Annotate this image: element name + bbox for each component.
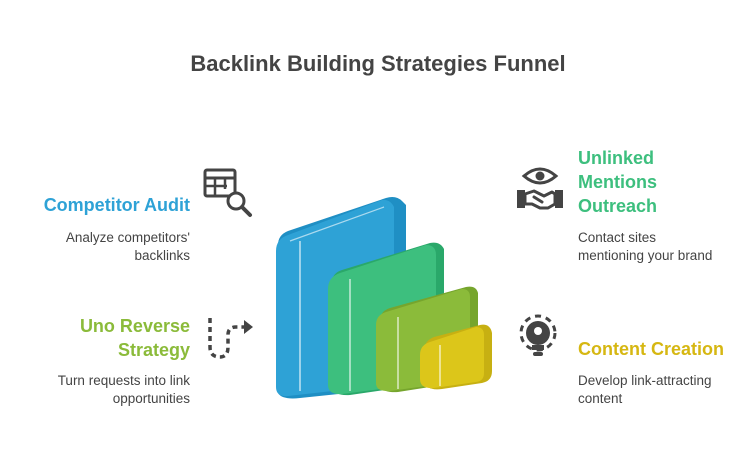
competitor-audit-heading: Competitor Audit	[43, 195, 190, 215]
funnel-stack	[276, 197, 492, 399]
table-search-icon	[202, 167, 252, 217]
content-creation-heading: Content Creation	[578, 339, 724, 359]
content-creation-description: Develop link-attracting content	[578, 373, 712, 406]
page-title: Backlink Building Strategies Funnel	[190, 51, 566, 76]
uno-reverse-description: Turn requests into link opportunities	[57, 373, 190, 406]
dashed-arrow-icon	[202, 313, 253, 363]
funnel-layer-4	[420, 324, 492, 390]
unlinked-mentions-description: Contact sites mentioning your brand	[578, 230, 713, 263]
uno-reverse-heading: Uno Reverse Strategy	[79, 316, 190, 360]
lightbulb-gear-icon	[514, 309, 564, 359]
eye-handshake-icon	[514, 164, 564, 214]
unlinked-mentions-heading: Unlinked Mentions Outreach	[578, 148, 658, 216]
competitor-audit-description: Analyze competitors' backlinks	[65, 230, 190, 263]
